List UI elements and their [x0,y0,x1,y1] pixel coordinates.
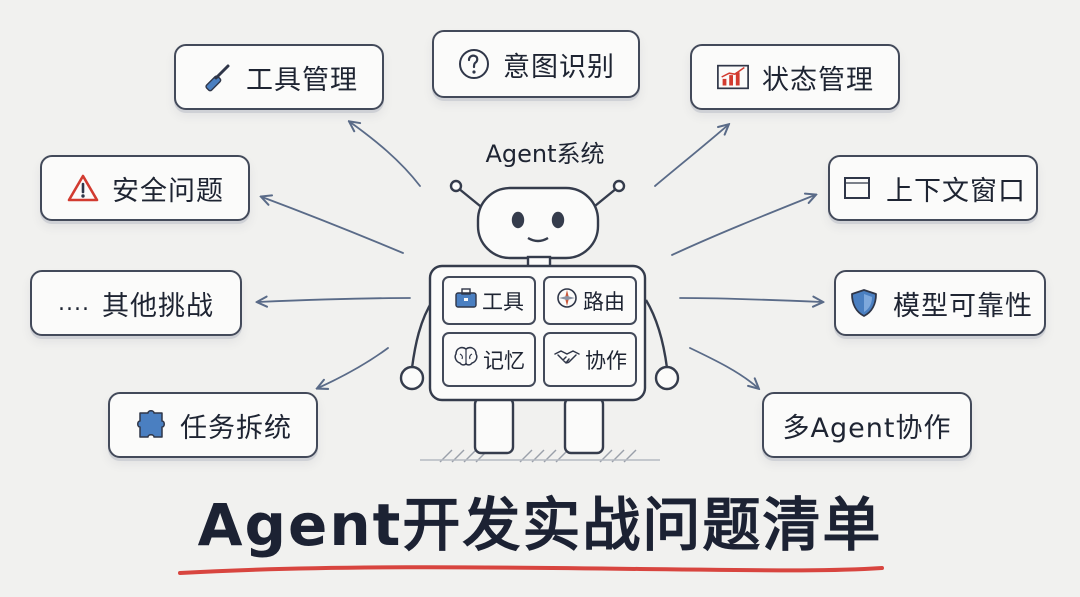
topic-security[interactable]: 安全问题 [40,155,250,221]
arrow-to-model-reliability [679,298,822,302]
topic-model-reliability[interactable]: 模型可靠性 [834,270,1046,336]
puzzle-icon [134,408,168,442]
shield-icon [847,286,881,320]
topic-intent-recognition[interactable]: 意图识别 [432,30,640,98]
arrow-to-context-window [671,195,815,256]
topic-label: 多Agent协作 [782,412,952,444]
arrow-to-tool-management [350,122,421,187]
handshake-icon [553,346,581,373]
topic-other-challenges[interactable]: .... 其他挑战 [30,270,242,336]
arrow-to-other-challenges [258,298,411,302]
arrow-to-task-decomposition [318,347,389,388]
module-label: 记忆 [483,348,525,373]
module-tools: 工具 [442,276,536,325]
toolbox-icon [454,287,478,314]
module-label: 路由 [583,289,625,314]
arrow-to-state-management [654,125,728,187]
question-icon [457,47,491,81]
topic-tool-management[interactable]: 工具管理 [174,44,384,110]
topic-task-decomposition[interactable]: 任务拆统 [108,392,318,458]
module-collaboration: 协作 [543,332,637,387]
topic-multi-agent[interactable]: 多Agent协作 [762,392,972,458]
window-icon [840,171,874,205]
topic-label: 模型可靠性 [893,290,1033,322]
compass-icon [555,286,579,315]
topic-label: 安全问题 [112,175,224,207]
topic-label: 工具管理 [246,64,358,96]
arrows [258,122,822,388]
topic-label: 意图识别 [503,51,615,83]
topic-label: 任务拆统 [180,412,292,444]
warning-icon [66,171,100,205]
chart-icon [716,60,750,94]
topic-label: 上下文窗口 [886,175,1026,207]
center-label: Agent系统 [485,140,605,168]
module-routing: 路由 [543,276,637,325]
topic-state-management[interactable]: 状态管理 [690,44,900,110]
ground-shadow [420,449,660,463]
module-label: 工具 [482,289,524,314]
topic-context-window[interactable]: 上下文窗口 [828,155,1038,221]
topic-label: 其他挑战 [101,290,214,322]
hammer-icon [200,60,234,94]
brain-icon [453,345,479,374]
arrow-to-security [262,197,404,254]
title-underline [178,565,884,575]
module-memory: 记忆 [442,332,536,387]
module-label: 协作 [585,348,627,373]
ellipsis: .... [58,290,90,316]
topic-label: 状态管理 [762,64,874,96]
page-title: Agent开发实战问题清单 [197,491,883,559]
arrow-to-multi-agent [689,347,758,388]
